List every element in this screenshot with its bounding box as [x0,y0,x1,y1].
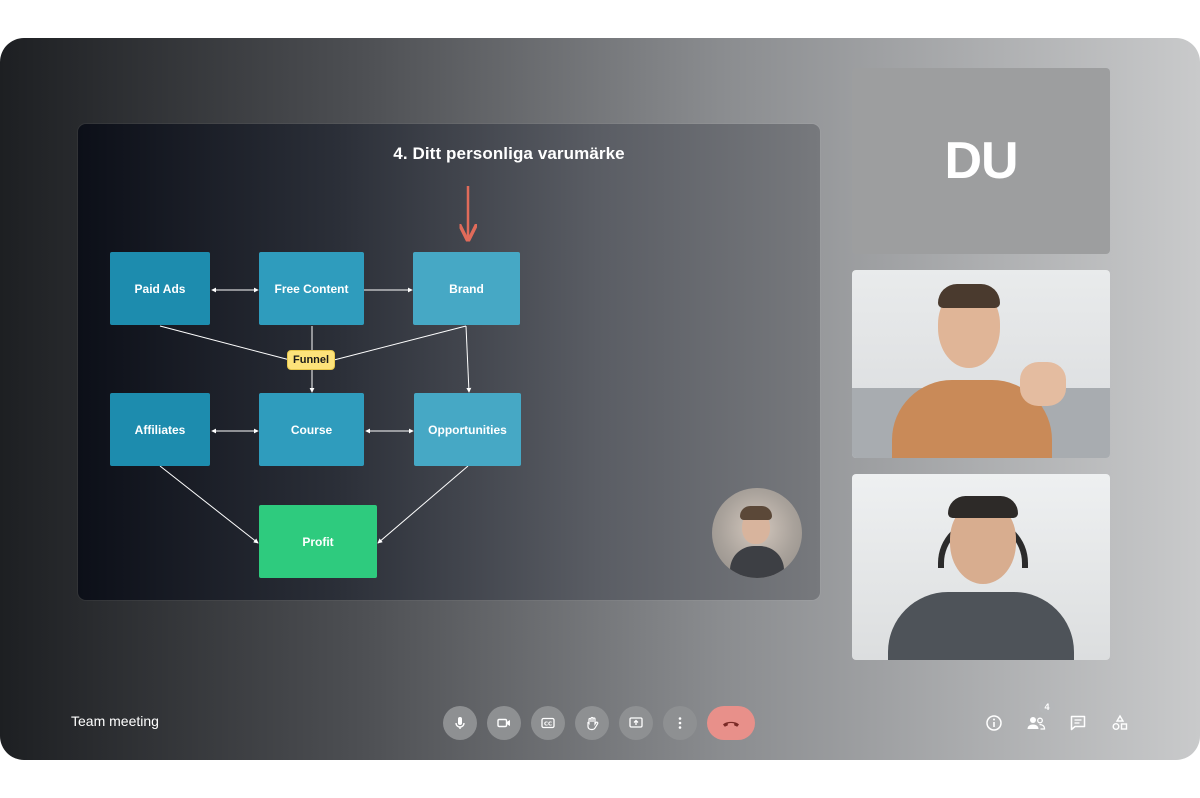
funnel-label: Funnel [287,350,336,370]
presenter-pip-video[interactable] [712,488,802,578]
edge-paid-funnel [159,325,291,361]
edge-opps-profit [377,465,469,544]
meeting-name: Team meeting [71,713,159,729]
present-button[interactable] [619,706,653,740]
participant-1-hair [938,284,1000,308]
node-opportunities: Opportunities [414,393,521,466]
hand-icon [587,716,599,731]
more-icon [678,717,682,729]
activities-icon [1112,714,1128,730]
mic-button[interactable] [443,706,477,740]
info-icon [986,715,1002,731]
node-profit: Profit [259,505,377,578]
edge-brand-funnel [333,325,467,361]
call-controls: CC [443,706,755,740]
edge-affiliates-profit [159,465,259,544]
svg-text:CC: CC [544,722,552,728]
pip-person-hair [740,506,772,520]
node-free-content: Free Content [259,252,364,325]
phone-hangup-icon [723,721,739,727]
edge-brand-opps [465,325,472,393]
self-tile[interactable]: DU [852,68,1110,254]
captions-icon: CC [541,717,555,729]
node-label: Affiliates [134,422,186,437]
people-icon [1027,717,1046,730]
participant-2-hair [948,496,1018,518]
end-call-button[interactable] [707,706,755,740]
camera-button[interactable] [487,706,521,740]
participant-count-badge: 4 [1039,700,1055,714]
participant-1-hand [1020,362,1066,406]
pip-person-body [730,546,784,578]
captions-button[interactable]: CC [531,706,565,740]
node-label: Opportunities [428,422,507,437]
chat-button[interactable] [1067,712,1089,734]
node-paid-ads: Paid Ads [110,252,210,325]
people-button[interactable]: 4 [1025,700,1055,734]
slide-title: 4. Ditt personliga varumärke [393,144,625,163]
raise-hand-button[interactable] [575,706,609,740]
participant-tile-1[interactable] [852,270,1110,458]
node-label: Brand [449,281,484,296]
more-options-button[interactable] [663,706,697,740]
activities-button[interactable] [1109,712,1131,734]
mic-icon [455,717,465,729]
present-icon [629,717,643,728]
info-button[interactable] [983,712,1005,734]
camera-icon [497,718,510,728]
node-label: Free Content [274,281,349,296]
participant-2-body [888,592,1074,660]
node-label: Profit [302,534,334,549]
node-brand: Brand [413,252,520,325]
self-initials: DU [944,132,1018,190]
diagram-connectors [159,186,820,544]
side-tools: 4 [983,700,1131,734]
participant-tile-2[interactable] [852,474,1110,660]
node-affiliates: Affiliates [110,393,210,466]
node-label: Paid Ads [134,281,186,296]
node-course: Course [259,393,364,466]
meeting-window: 4. Ditt personliga varumärke [0,38,1200,760]
presentation-stage: 4. Ditt personliga varumärke [78,124,820,600]
chat-icon [1070,715,1086,731]
node-label: Course [290,422,333,437]
